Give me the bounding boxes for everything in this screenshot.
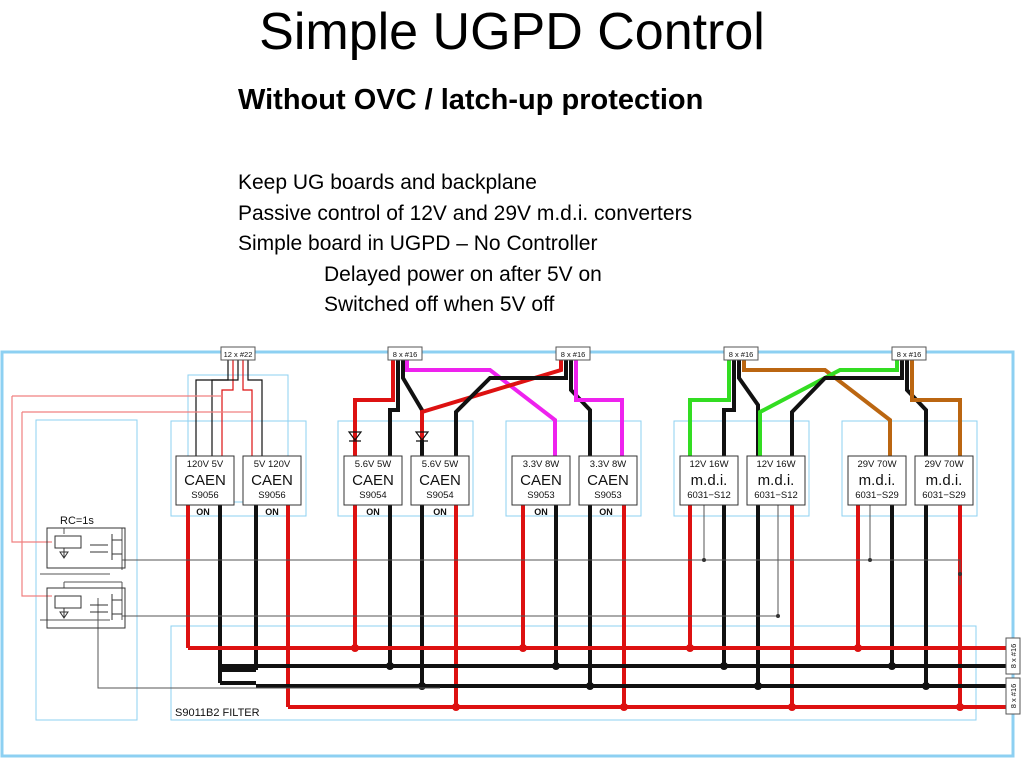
cross-wiring [353, 360, 962, 458]
svg-text:3.3V 8W: 3.3V 8W [590, 459, 626, 470]
svg-text:CAEN: CAEN [419, 472, 461, 489]
svg-text:ON: ON [265, 507, 279, 517]
svg-text:S9056: S9056 [191, 490, 218, 501]
rc-label: RC=1s [60, 515, 94, 527]
control-junctions [702, 558, 962, 618]
connector-8x16: 8 x #16 [891, 346, 927, 361]
diode-symbols [347, 431, 430, 442]
page-title: Simple UGPD Control [259, 3, 765, 61]
connector-8x16: 8 x #16 [723, 346, 759, 361]
connector-12x22: 12 x #22 [220, 346, 256, 361]
bullet-item: Keep UG boards and backplane [238, 171, 537, 194]
module-box: 3.3V 8W CAEN S9053 ON [511, 455, 571, 517]
page-subtitle: Without OVC / latch-up protection [238, 84, 704, 116]
svg-text:CAEN: CAEN [352, 472, 394, 489]
module-box: 29V 70W m.d.i. 6031−S29 [914, 455, 974, 506]
svg-text:6031−S29: 6031−S29 [922, 490, 966, 501]
module-leads [186, 505, 962, 707]
svg-text:8 x #16: 8 x #16 [1009, 644, 1018, 669]
module-box: 5.6V 5W CAEN S9054 ON [410, 455, 470, 517]
svg-text:8 x #16: 8 x #16 [1009, 684, 1018, 709]
svg-text:8 x #16: 8 x #16 [897, 350, 922, 359]
connector-right-8x16: 8 x #16 [1005, 677, 1021, 715]
filter-bus [188, 646, 1008, 709]
svg-text:8 x #16: 8 x #16 [561, 350, 586, 359]
rc-block-frame [35, 419, 138, 721]
svg-text:S9053: S9053 [594, 490, 621, 501]
module-box: 120V 5V CAEN S9056 ON [175, 455, 235, 517]
svg-text:12 x #22: 12 x #22 [224, 350, 253, 359]
bullet-item: Simple board in UGPD – No Controller [238, 232, 598, 255]
svg-text:6031−S12: 6031−S12 [754, 490, 798, 501]
module-box: 5V 120V CAEN S9056 ON [242, 455, 302, 517]
outer-frame [0, 350, 1015, 758]
svg-text:ON: ON [196, 507, 210, 517]
bullet-item: Switched off when 5V off [324, 293, 555, 316]
module-box: 5.6V 5W CAEN S9054 ON [343, 455, 403, 517]
svg-text:5V 120V: 5V 120V [254, 459, 291, 470]
svg-text:29V 70W: 29V 70W [924, 459, 963, 470]
module-box: 29V 70W m.d.i. 6031−S29 [847, 455, 907, 506]
svg-text:ON: ON [534, 507, 548, 517]
svg-text:5.6V 5W: 5.6V 5W [422, 459, 458, 470]
rc-circuit-1 [46, 527, 126, 569]
svg-text:m.d.i.: m.d.i. [691, 472, 728, 489]
svg-text:6031−S12: 6031−S12 [687, 490, 731, 501]
module-box: 12V 16W m.d.i. 6031−S12 [679, 455, 739, 506]
svg-text:m.d.i.: m.d.i. [926, 472, 963, 489]
svg-text:29V 70W: 29V 70W [857, 459, 896, 470]
connector-8x16: 8 x #16 [555, 346, 591, 361]
svg-text:m.d.i.: m.d.i. [758, 472, 795, 489]
module-box: 3.3V 8W CAEN S9053 ON [578, 455, 638, 517]
bus-junctions [351, 644, 964, 711]
svg-text:ON: ON [433, 507, 447, 517]
thin-wiring-12x22 [11, 360, 263, 597]
svg-text:CAEN: CAEN [251, 472, 293, 489]
svg-text:S9054: S9054 [426, 490, 453, 501]
connector-8x16: 8 x #16 [387, 346, 423, 361]
svg-text:ON: ON [599, 507, 613, 517]
module-group-frames [170, 420, 978, 517]
bullet-list: Keep UG boards and backplane Passive con… [238, 168, 692, 321]
bullet-item: Delayed power on after 5V on [324, 262, 602, 286]
svg-text:8 x #16: 8 x #16 [729, 350, 754, 359]
svg-text:CAEN: CAEN [587, 472, 629, 489]
module-box: 12V 16W m.d.i. 6031−S12 [746, 455, 806, 506]
svg-text:12V 16W: 12V 16W [689, 459, 728, 470]
filter-block-frame [170, 625, 977, 721]
svg-text:S9056: S9056 [258, 490, 285, 501]
connector-right-8x16: 8 x #16 [1005, 637, 1021, 675]
svg-text:12V 16W: 12V 16W [756, 459, 795, 470]
rc-circuit-2 [46, 587, 126, 629]
svg-text:6031−S29: 6031−S29 [855, 490, 899, 501]
svg-text:S9054: S9054 [359, 490, 386, 501]
svg-text:m.d.i.: m.d.i. [859, 472, 896, 489]
svg-text:S9053: S9053 [527, 490, 554, 501]
svg-text:ON: ON [366, 507, 380, 517]
svg-text:3.3V 8W: 3.3V 8W [523, 459, 559, 470]
filter-label: S9011B2 FILTER [175, 707, 260, 719]
svg-text:120V 5V: 120V 5V [187, 459, 224, 470]
svg-text:CAEN: CAEN [184, 472, 226, 489]
bullet-item: Passive control of 12V and 29V m.d.i. co… [238, 201, 693, 225]
control-wiring [40, 505, 961, 689]
svg-text:5.6V 5W: 5.6V 5W [355, 459, 391, 470]
svg-text:CAEN: CAEN [520, 472, 562, 489]
svg-text:8 x #16: 8 x #16 [393, 350, 418, 359]
